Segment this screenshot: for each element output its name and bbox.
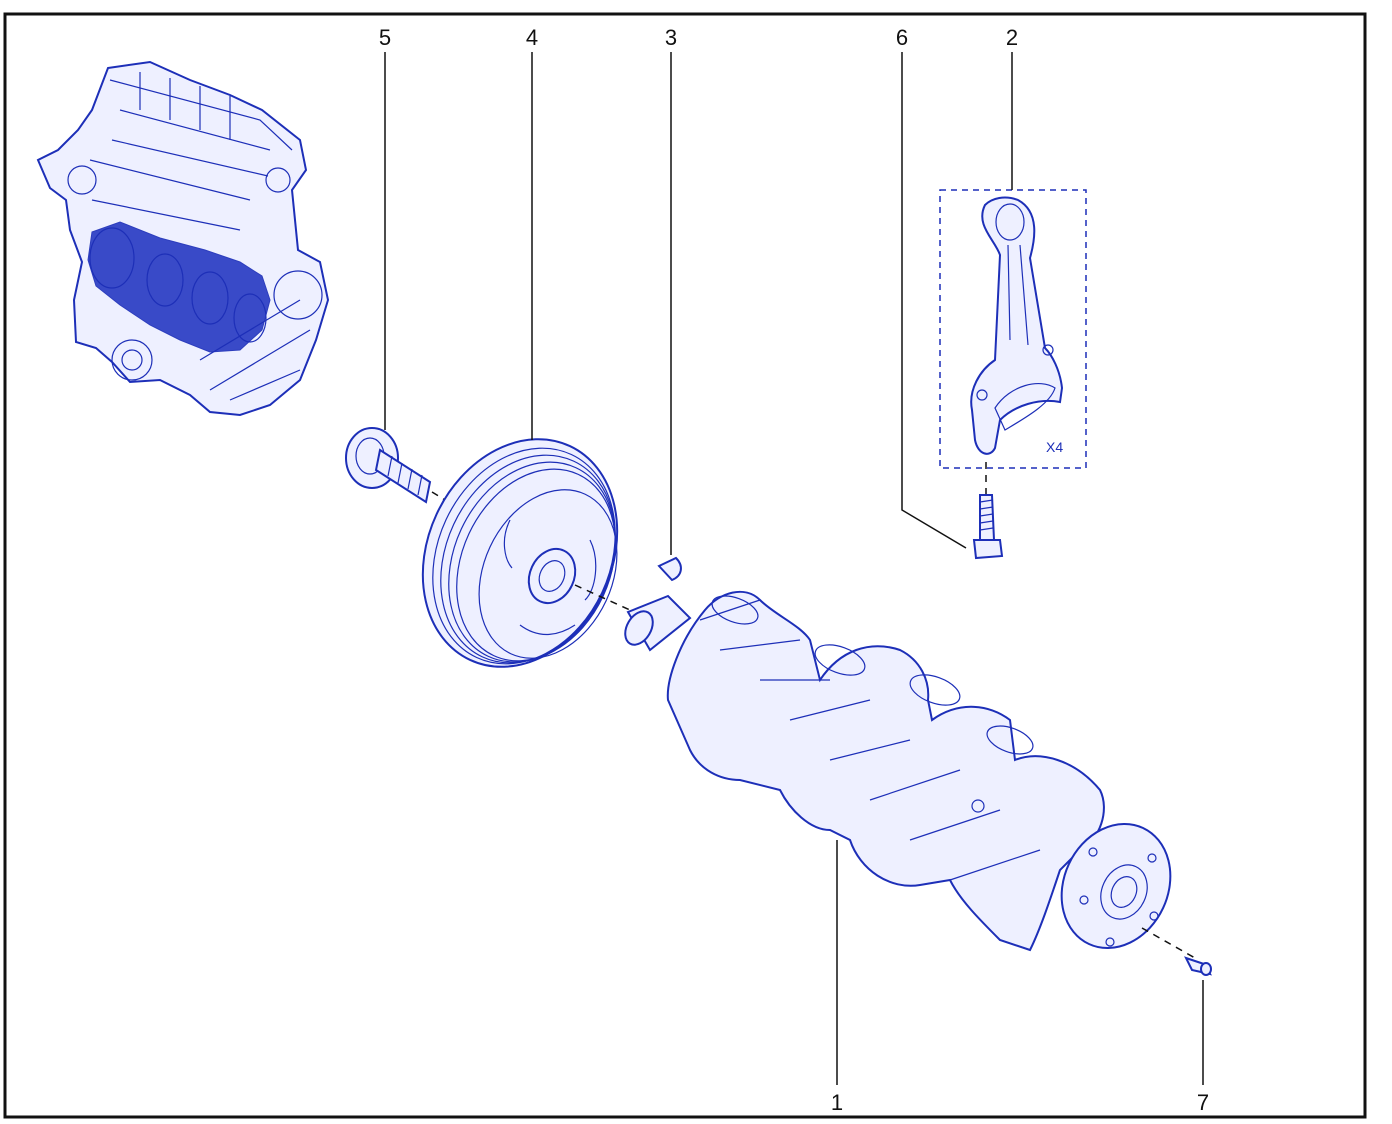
callout-7: 7 <box>1197 1090 1209 1115</box>
diagram-frame <box>3 12 1367 1119</box>
callout-6: 6 <box>896 25 908 50</box>
callout-2: 2 <box>1006 25 1018 50</box>
callout-3: 3 <box>665 25 677 50</box>
kit-quantity-label: X4 <box>1046 439 1063 455</box>
connecting-rod-kit-box <box>939 189 1087 469</box>
connecting-rod-bolt <box>972 494 1004 560</box>
crankshaft <box>624 590 1172 952</box>
crankshaft-pulley <box>421 438 619 668</box>
pulley-bolt-axis <box>431 491 446 501</box>
callout-4: 4 <box>526 25 538 50</box>
pulley-bolt <box>345 427 432 504</box>
woodruff-key <box>657 556 682 582</box>
connecting-rod <box>970 196 1064 455</box>
pulley-axis-line <box>574 584 631 611</box>
callout-5: 5 <box>379 25 391 50</box>
leader-line-6 <box>901 52 967 549</box>
dowel-pin <box>1184 956 1213 976</box>
engine-locator-illustration <box>36 60 330 417</box>
dowel-axis-line <box>1141 927 1196 959</box>
callout-1: 1 <box>831 1090 843 1115</box>
